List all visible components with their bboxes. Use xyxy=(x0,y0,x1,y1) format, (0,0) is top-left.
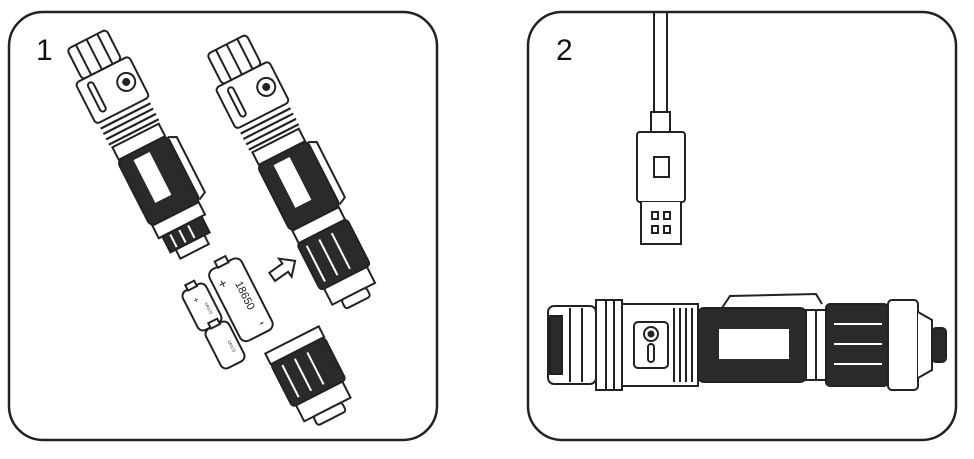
flashlight-head-body-open xyxy=(67,29,212,260)
cell-plus-label: + xyxy=(192,294,201,305)
cell-model-label-2: CR123 xyxy=(227,339,237,353)
flashlight-horizontal xyxy=(547,292,947,391)
step-number-2: 2 xyxy=(556,34,573,67)
tail-cap xyxy=(263,325,352,426)
step-number-1: 1 xyxy=(36,34,53,67)
panel-1-frame xyxy=(7,10,439,442)
battery-18650: + 18650 - xyxy=(208,254,274,343)
flashlight-assembled xyxy=(207,34,377,310)
battery-minus-label: - xyxy=(255,314,267,331)
battery-cr123-bottom: CR123 xyxy=(204,317,246,370)
insert-arrow-icon xyxy=(267,257,297,283)
cell-model-label: CR123 xyxy=(204,301,214,315)
panel-2-frame xyxy=(526,10,958,442)
usb-cable xyxy=(636,12,686,245)
battery-cr123-top: + CR123 xyxy=(181,279,223,332)
